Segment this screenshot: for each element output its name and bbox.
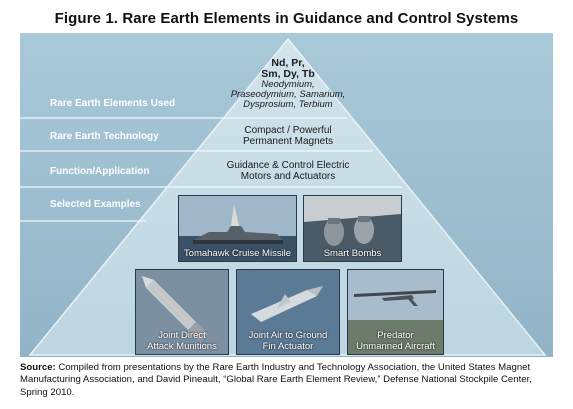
tomahawk-image bbox=[179, 196, 296, 261]
fin-line-2: Fin Actuator bbox=[262, 341, 314, 352]
example-fin-actuator: Joint Air to Ground Fin Actuator bbox=[236, 269, 340, 355]
jdam-line-2: Attack Munitions bbox=[147, 341, 217, 352]
source-label: Source: bbox=[20, 362, 56, 373]
elements-symbols-1: Nd, Pr, bbox=[271, 57, 305, 69]
predator-line-1: Predator bbox=[377, 330, 414, 341]
tier-elements: Nd, Pr, Sm, Dy, Tb Neodymium, Praseodymi… bbox=[223, 58, 353, 110]
example-predator: Predator Unmanned Aircraft bbox=[347, 269, 444, 355]
fin-line-1: Joint Air to Ground bbox=[248, 330, 328, 341]
tier-function: Guidance & Control Electric Motors and A… bbox=[193, 160, 383, 182]
source-note: Source: Compiled from presentations by t… bbox=[20, 362, 555, 399]
function-line-2: Motors and Actuators bbox=[240, 171, 336, 182]
technology-line-2: Permanent Magnets bbox=[242, 136, 334, 147]
tier-technology: Compact / Powerful Permanent Magnets bbox=[213, 125, 363, 147]
elements-names-3: Dysprosium, Terbium bbox=[243, 99, 333, 110]
elements-names-1: Neodymium, bbox=[261, 79, 315, 90]
source-text: Compiled from presentations by the Rare … bbox=[20, 362, 532, 398]
band-label-examples: Selected Examples bbox=[50, 199, 141, 210]
example-jdam: Joint Direct Attack Munitions bbox=[135, 269, 229, 355]
jdam-line-1: Joint Direct bbox=[158, 330, 206, 341]
caption-predator: Predator Unmanned Aircraft bbox=[348, 330, 443, 354]
band-label-technology: Rare Earth Technology bbox=[50, 131, 159, 142]
caption-fin-actuator: Joint Air to Ground Fin Actuator bbox=[237, 330, 339, 354]
diagram-panel: Rare Earth Elements Used Rare Earth Tech… bbox=[20, 33, 553, 357]
figure-title: Figure 1. Rare Earth Elements in Guidanc… bbox=[54, 10, 519, 27]
example-tomahawk: Tomahawk Cruise Missile bbox=[178, 195, 297, 262]
band-label-elements: Rare Earth Elements Used bbox=[50, 98, 176, 109]
caption-smart-bombs: Smart Bombs bbox=[323, 248, 382, 259]
smart-bombs-image bbox=[304, 196, 401, 261]
elements-names-2: Praseodymium, Samarium, bbox=[230, 89, 346, 100]
band-label-function: Function/Application bbox=[50, 166, 150, 177]
caption-jdam: Joint Direct Attack Munitions bbox=[136, 330, 228, 354]
fin-actuator-image bbox=[237, 270, 339, 354]
jdam-image bbox=[136, 270, 228, 354]
caption-tomahawk: Tomahawk Cruise Missile bbox=[183, 248, 292, 259]
predator-line-2: Unmanned Aircraft bbox=[356, 341, 435, 352]
example-smart-bombs: Smart Bombs bbox=[303, 195, 402, 262]
technology-line-1: Compact / Powerful bbox=[244, 125, 332, 136]
elements-symbols-2: Sm, Dy, Tb bbox=[261, 68, 315, 80]
function-line-1: Guidance & Control Electric bbox=[226, 160, 350, 171]
predator-image bbox=[348, 270, 443, 354]
